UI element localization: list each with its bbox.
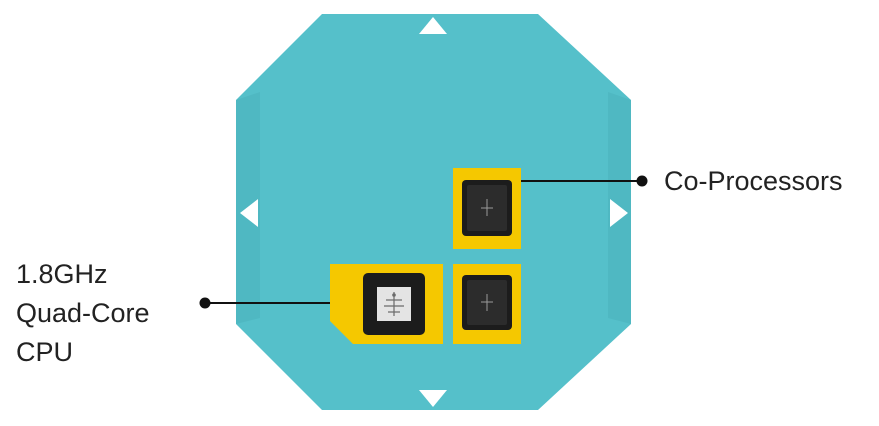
right-arrow-icon xyxy=(610,199,628,227)
octagon-board xyxy=(236,14,631,410)
cpu-label: 1.8GHz Quad-Core CPU xyxy=(16,255,150,372)
left-arrow-icon xyxy=(240,199,258,227)
cpu-label-line-2: Quad-Core xyxy=(16,298,150,328)
cpu-label-line-1: 1.8GHz xyxy=(16,259,108,289)
circuit-glyph-icon xyxy=(481,199,493,216)
co-processor-bottom xyxy=(453,264,521,344)
top-arrow-icon xyxy=(419,17,447,34)
co-processors-leader-dot xyxy=(636,175,648,187)
circuit-glyph-icon xyxy=(481,294,493,311)
cpu-package xyxy=(330,264,443,344)
co-processors-label: Co-Processors xyxy=(664,166,843,196)
cpu-label-line-3: CPU xyxy=(16,337,74,367)
cpu-leader-dot xyxy=(199,297,211,309)
bottom-arrow-icon xyxy=(419,390,447,407)
circuit-logo-icon xyxy=(384,292,404,316)
co-processor-top xyxy=(453,168,521,249)
